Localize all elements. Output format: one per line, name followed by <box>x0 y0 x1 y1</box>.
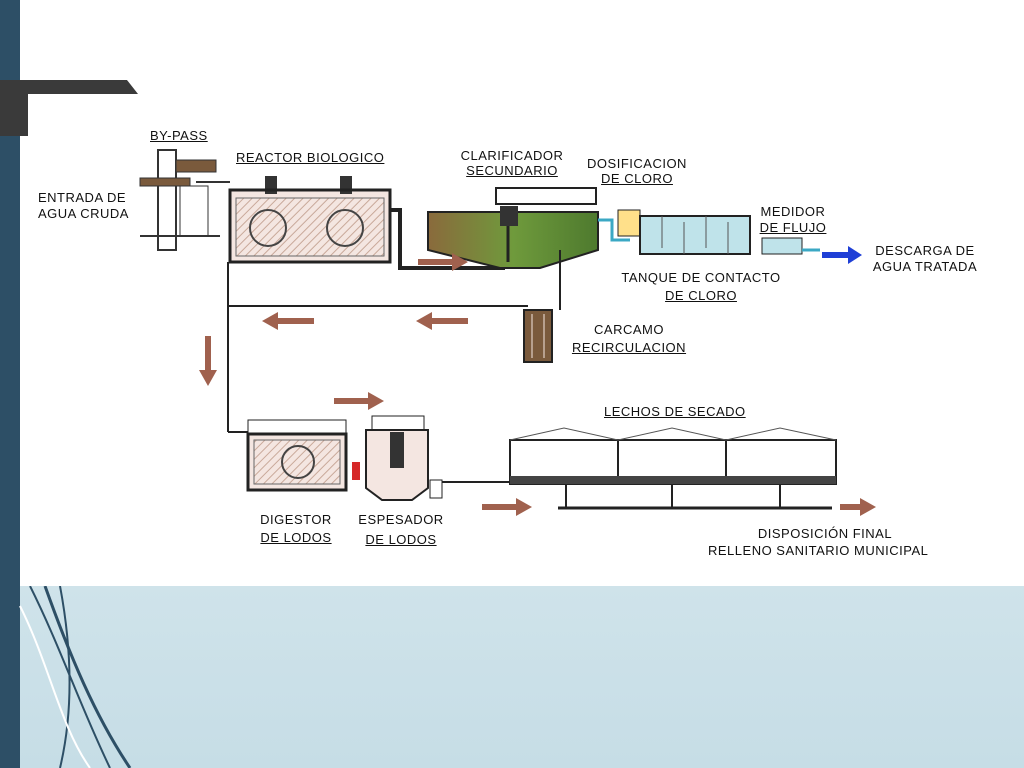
corner-decoration <box>0 80 138 94</box>
label-digestor-1: DIGESTOR <box>260 512 332 527</box>
label-disposicion-1: DISPOSICIÓN FINAL <box>757 526 893 541</box>
flow-arrow <box>334 392 384 410</box>
label-dosificacion-1: DOSIFICACION <box>587 156 687 171</box>
label-descarga-1: DESCARGA DE <box>875 243 975 258</box>
label-descarga-2: AGUA TRATADA <box>872 259 978 274</box>
reactor-tank <box>228 176 392 264</box>
left-accent-bar <box>0 0 20 768</box>
process-diagram <box>139 149 876 516</box>
label-tanque-2: DE CLORO <box>665 288 737 303</box>
thickener-tank <box>365 415 443 501</box>
label-dosificacion-2: DE CLORO <box>601 171 673 186</box>
label-lechos: LECHOS DE SECADO <box>604 404 746 419</box>
label-medidor-2: DE FLUJO <box>759 220 827 235</box>
label-reactor: REACTOR BIOLOGICO <box>236 150 385 165</box>
clarifier-tank <box>427 187 599 269</box>
flow-arrow <box>840 498 876 516</box>
bypass-structure <box>139 149 230 251</box>
decorative-curves <box>19 586 132 768</box>
label-entrada-2: AGUA CRUDA <box>38 206 129 221</box>
return-arrow <box>416 312 468 330</box>
background-bottom <box>0 586 1024 768</box>
discharge-arrow <box>822 246 862 264</box>
label-disposicion-2: RELLENO SANITARIO MUNICIPAL <box>708 543 929 558</box>
down-arrow <box>199 336 217 386</box>
return-arrow <box>262 312 314 330</box>
chlorine-contact-tank <box>617 209 820 255</box>
label-entrada-1: ENTRADA DE <box>38 190 127 205</box>
label-espesador-1: ESPESADOR <box>358 512 444 527</box>
label-carcamo-1: CARCAMO <box>594 322 664 337</box>
digester-tank <box>228 419 360 492</box>
label-clarificador-1: CLARIFICADOR <box>460 148 564 163</box>
label-medidor-1: MEDIDOR <box>760 204 826 219</box>
corner-tab <box>0 80 28 136</box>
label-digestor-2: DE LODOS <box>260 530 332 545</box>
drying-beds <box>509 427 837 510</box>
label-tanque-1: TANQUE DE CONTACTO <box>621 270 781 285</box>
flow-arrow <box>482 498 532 516</box>
label-espesador-2: DE LODOS <box>365 532 437 547</box>
label-clarificador-2: SECUNDARIO <box>466 163 558 178</box>
diagram-panel <box>28 0 1012 585</box>
flow-arrow <box>418 253 468 271</box>
carcamo-well <box>523 309 553 363</box>
label-carcamo-2: RECIRCULACION <box>571 340 687 355</box>
label-bypass: BY-PASS <box>150 128 208 143</box>
